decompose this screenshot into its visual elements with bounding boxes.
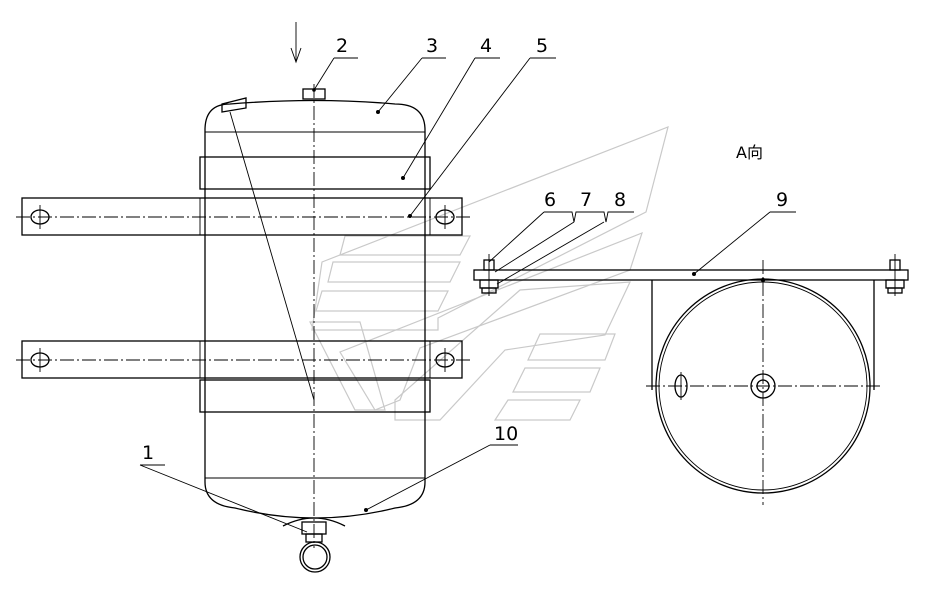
- tank-body: [204, 99, 426, 519]
- lower-bracket: [16, 340, 470, 379]
- label-1: 1: [142, 442, 154, 464]
- lower-strap: [199, 379, 431, 413]
- label-6: 6: [544, 189, 556, 211]
- upper-bracket: [16, 197, 470, 236]
- a-view: [473, 211, 909, 505]
- label-2: 2: [336, 35, 348, 57]
- label-10: 10: [494, 423, 518, 445]
- label-9: 9: [776, 189, 788, 211]
- bolt-right: [885, 254, 905, 296]
- label-4: 4: [480, 35, 492, 57]
- view-label-a: A向: [736, 143, 763, 162]
- bolt-left: [479, 254, 499, 296]
- label-8: 8: [614, 189, 626, 211]
- label-7: 7: [580, 189, 592, 211]
- label-3: 3: [426, 35, 438, 57]
- view-direction-arrow: [290, 22, 302, 64]
- leaders-main-view: [139, 57, 556, 533]
- drain-valve: [282, 517, 346, 573]
- watermark-logo: [309, 126, 669, 421]
- label-5: 5: [536, 35, 548, 57]
- inlet-pipe: [221, 97, 315, 401]
- upper-strap: [199, 156, 431, 190]
